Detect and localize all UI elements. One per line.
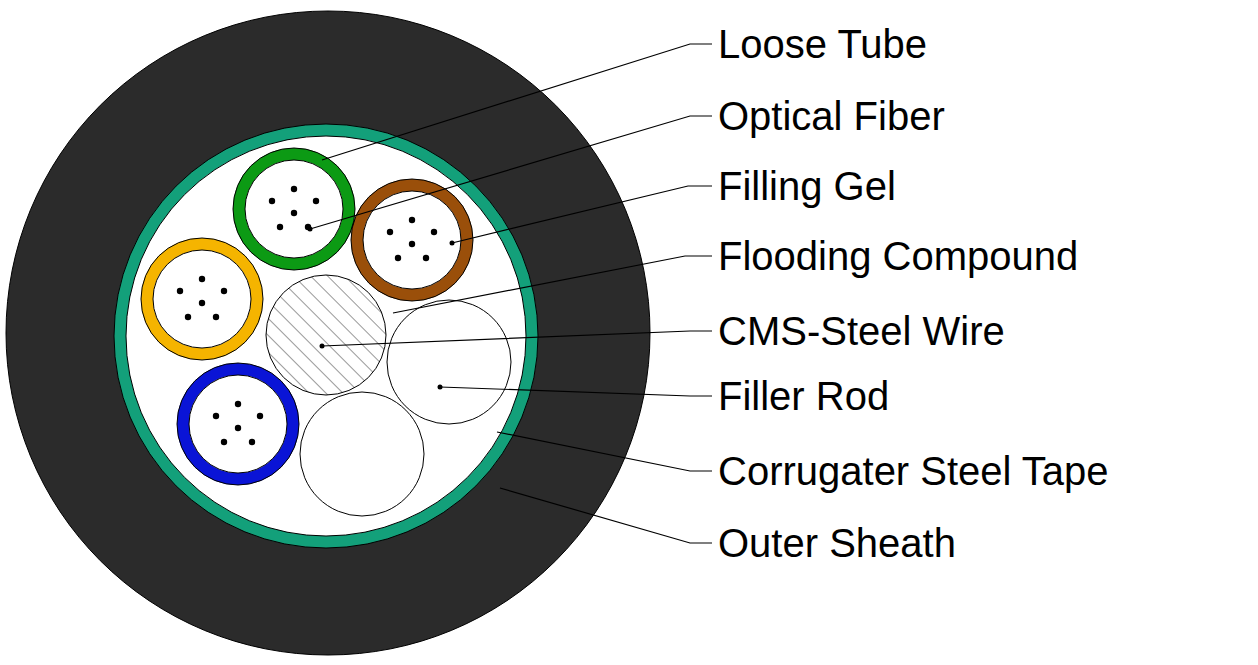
optical-fiber — [277, 224, 283, 230]
loose-tube — [147, 244, 257, 354]
optical-fiber — [213, 314, 219, 320]
optical-fiber — [221, 288, 227, 294]
part-label: Corrugater Steel Tape — [718, 451, 1109, 491]
optical-fiber — [291, 186, 297, 192]
optical-fiber — [269, 198, 275, 204]
steel-tape — [120, 130, 532, 542]
optical-fiber — [213, 413, 219, 419]
optical-fiber — [177, 288, 183, 294]
optical-fiber — [235, 425, 241, 431]
optical-fiber — [199, 276, 205, 282]
part-label: Flooding Compound — [718, 236, 1078, 276]
optical-fiber — [387, 229, 393, 235]
loose-tube — [239, 154, 349, 264]
optical-fiber — [235, 401, 241, 407]
part-label: Outer Sheath — [718, 523, 956, 563]
optical-fiber — [199, 300, 205, 306]
filler-rod — [387, 300, 511, 424]
loose-tube — [357, 185, 467, 295]
optical-fiber — [395, 255, 401, 261]
outer-sheath — [6, 11, 650, 655]
optical-fiber — [423, 255, 429, 261]
optical-fiber — [249, 439, 255, 445]
part-label: Loose Tube — [718, 24, 927, 64]
loose-tube — [183, 369, 293, 479]
optical-fiber — [257, 413, 263, 419]
optical-fiber — [313, 198, 319, 204]
part-label: Filler Rod — [718, 376, 889, 416]
optical-fiber — [185, 314, 191, 320]
leader-lines — [310, 44, 712, 543]
optical-fiber — [431, 229, 437, 235]
part-label: CMS-Steel Wire — [718, 311, 1005, 351]
optical-fiber — [409, 217, 415, 223]
optical-fiber — [221, 439, 227, 445]
filler-rod — [300, 392, 424, 516]
part-label: Optical Fiber — [718, 96, 945, 136]
optical-fiber — [409, 241, 415, 247]
optical-fiber — [291, 210, 297, 216]
part-label: Filling Gel — [718, 166, 896, 206]
steel-wire — [266, 275, 386, 395]
